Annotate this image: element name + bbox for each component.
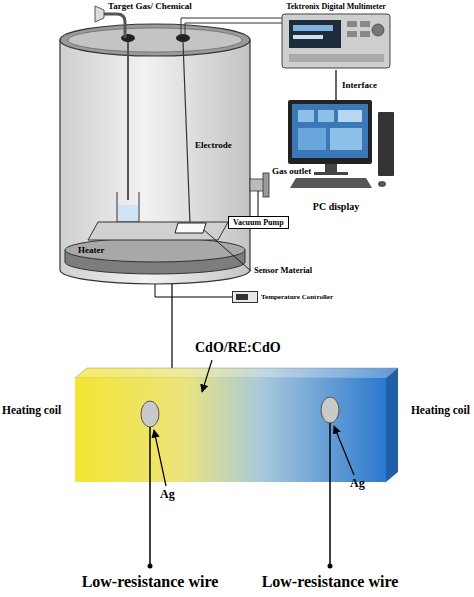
part-label: Heating coil (411, 404, 470, 417)
heater-wire (155, 284, 232, 297)
heater-top (65, 238, 245, 262)
pc-tower (378, 112, 394, 176)
silver-contact (141, 401, 159, 427)
beaker-liquid (118, 205, 138, 221)
label-arrow (154, 430, 166, 486)
pc-display: PC display (280, 100, 392, 212)
wire-label: Low-resistance wire (82, 573, 219, 591)
chamber-lid-inner (68, 28, 242, 52)
wire-end (328, 564, 333, 569)
callout-label: Gas outlet (272, 166, 311, 176)
temperature-controller: Temperature Controller (232, 291, 333, 303)
part-label: Ag (350, 477, 365, 491)
controller-screen (236, 294, 248, 300)
gas-port (121, 34, 135, 42)
meter-button (360, 31, 370, 37)
callout-label: Sensor Material (254, 266, 312, 276)
node-text: Temperature Controller (261, 293, 333, 301)
node-text: Vacuum Pump (233, 218, 284, 227)
part-label: Ag (160, 488, 175, 502)
node-text: Tektronix Digital Multimeter (282, 2, 390, 11)
screen-tile (318, 110, 334, 122)
gas-inlet-pipe (104, 14, 125, 38)
meter-button (347, 21, 357, 27)
inner-gas-pipe (127, 42, 129, 200)
meter-button (347, 31, 357, 37)
gas-outlet-flange (263, 173, 269, 197)
multimeter: Tektronix Digital Multimeter (282, 2, 390, 70)
callout-label: Electrode (195, 140, 232, 150)
electrode-wire (183, 42, 190, 224)
connector-line (335, 70, 336, 100)
bar-side-face (386, 368, 398, 482)
multimeter-screen (289, 20, 341, 48)
part-label: Heating coil (2, 404, 61, 417)
sensor-link-line (171, 284, 172, 368)
silver-contact (321, 397, 339, 423)
callout-label: Target Gas/ Chemical (108, 1, 192, 11)
sensor-bar-front (75, 378, 386, 482)
chamber-body (60, 40, 250, 284)
controller-display (232, 291, 258, 303)
meter-button (360, 21, 370, 27)
sensor-bar: CdO/RE:CdO (75, 368, 398, 482)
wire-end (148, 564, 153, 569)
mouse (378, 181, 386, 187)
chamber-lid (60, 24, 250, 56)
node-text: PC display (280, 201, 392, 213)
meter-wire (185, 23, 282, 36)
label-arrow (334, 426, 354, 475)
screen-tile (338, 110, 362, 122)
gas-inlet-funnel (95, 6, 104, 22)
multimeter-body (282, 14, 390, 68)
screen-tile (330, 128, 362, 150)
node-text: CdO/RE:CdO (195, 340, 281, 356)
gas-outlet-pipe (250, 179, 264, 191)
screen-reading (293, 35, 323, 39)
callout-label: Heater (78, 245, 104, 255)
beaker (117, 192, 139, 222)
lead-wire (149, 427, 151, 566)
screen-reading (293, 25, 333, 31)
vacuum-line (258, 191, 259, 216)
meter-wire (181, 18, 282, 36)
wire-label: Low-resistance wire (262, 573, 399, 591)
monitor-screen (292, 104, 368, 158)
connector-label: Interface (341, 80, 378, 90)
screen-tile (298, 128, 326, 150)
meter-knob (372, 24, 384, 36)
bar-top-face (75, 368, 398, 378)
monitor-stand (325, 164, 337, 172)
screen-tile (298, 110, 314, 122)
monitor-base (314, 172, 348, 175)
lead-wire (329, 423, 331, 566)
monitor-frame (288, 100, 372, 164)
leader-line (204, 230, 251, 271)
sample-stage (88, 222, 228, 240)
sensor-material (175, 223, 206, 233)
electrode-port (176, 34, 190, 42)
label-arrow (202, 360, 212, 392)
meter-front-strip (289, 54, 384, 62)
keyboard (290, 178, 372, 188)
vacuum-pump-box: Vacuum Pump (228, 216, 289, 229)
